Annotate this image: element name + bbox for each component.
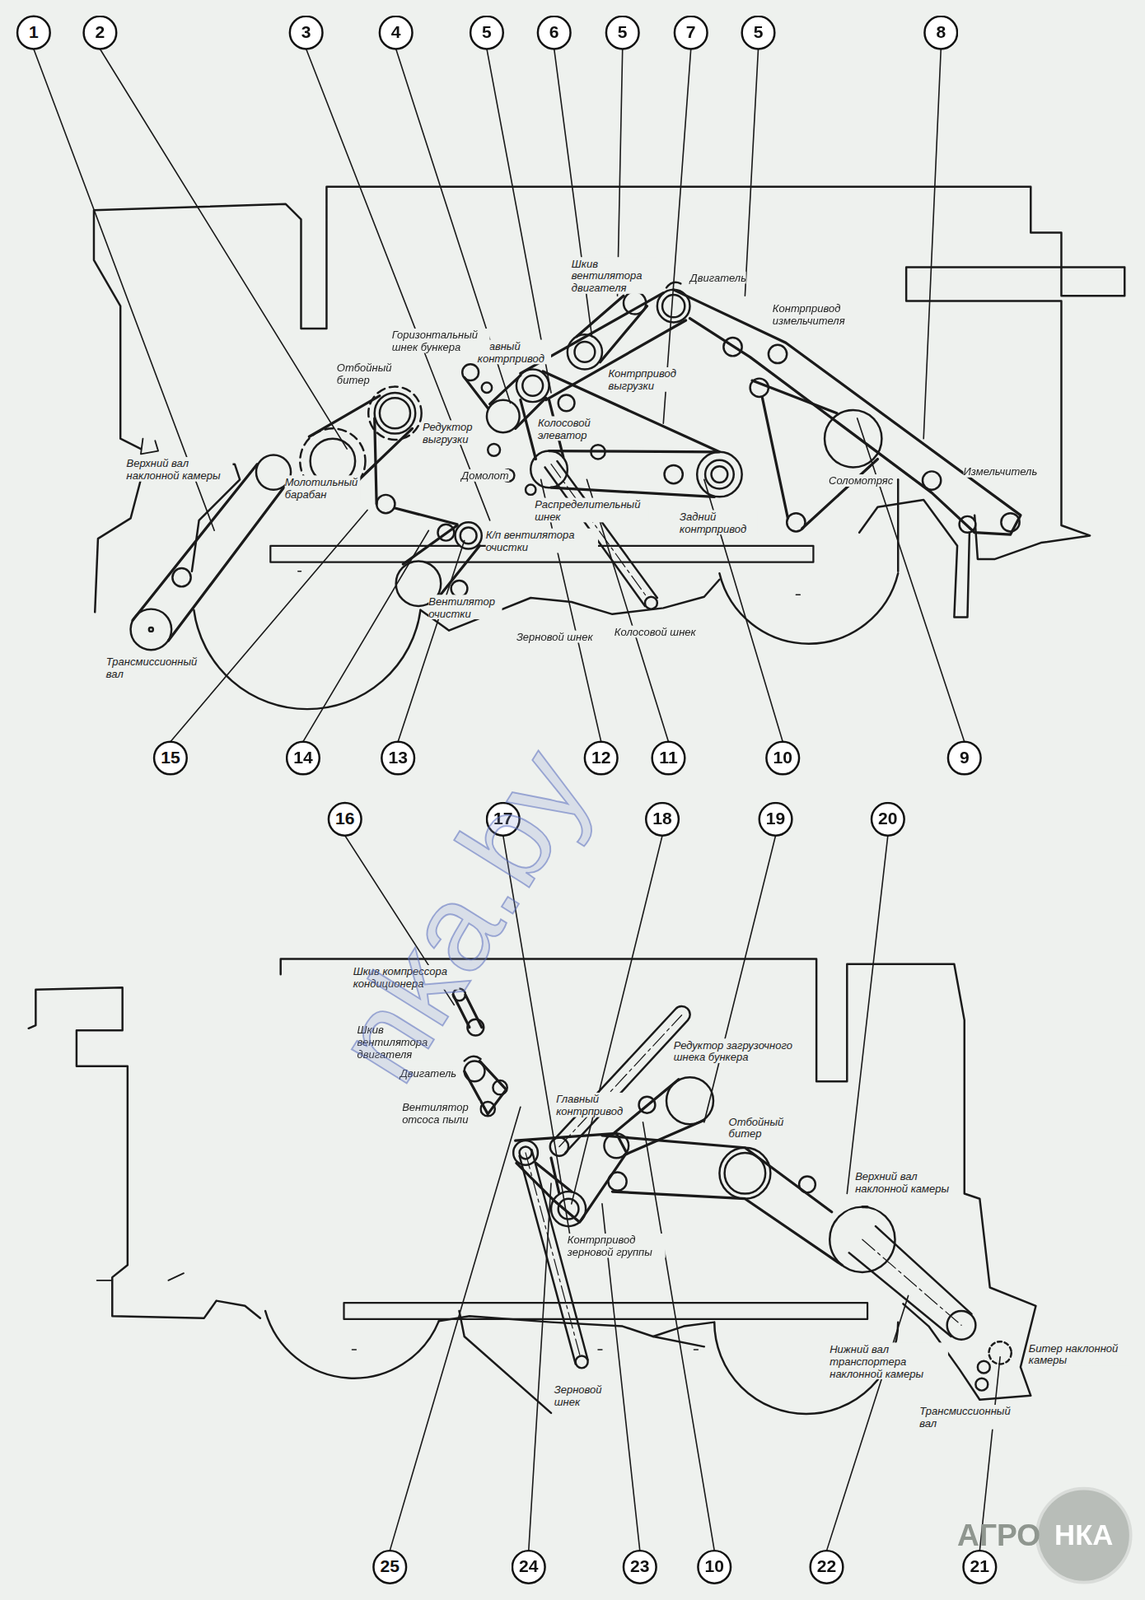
logo-text: АГРО <box>957 1518 1041 1553</box>
callout-number: 10 <box>765 740 800 776</box>
callout-number: 22 <box>808 1550 844 1585</box>
callout-number: 25 <box>372 1550 407 1585</box>
callout-number: 7 <box>673 15 709 51</box>
callout-number: 14 <box>285 740 321 776</box>
part-label: Битер наклонной камеры <box>1028 1341 1131 1367</box>
callout-number: 13 <box>380 740 416 776</box>
part-label: Распределительный шнек <box>534 498 650 524</box>
part-label: К/п вентилятора очистки <box>486 528 599 554</box>
callout-number: 10 <box>696 1550 732 1585</box>
callout-number: 23 <box>622 1550 658 1585</box>
callout-number: 12 <box>584 740 619 776</box>
part-label: Нижний вал транспортера наклонной камеры <box>829 1342 949 1380</box>
callout-number: 5 <box>605 15 641 51</box>
part-label: Колосовой шнек <box>614 625 697 638</box>
callout-number: 3 <box>289 15 324 51</box>
part-label: Редуктор выгрузки <box>422 420 487 445</box>
part-label: Контрпривод измельчителя <box>772 302 859 328</box>
part-label: Зерновой шнек <box>554 1383 606 1409</box>
callout-number: 16 <box>327 802 363 837</box>
part-label: Верхний вал наклонной камеры <box>855 1170 962 1196</box>
part-label: Трансмиссионный вал <box>106 654 209 680</box>
part-label: Трансмиссионный вал <box>919 1405 1022 1431</box>
part-label: Соломотряс <box>828 474 893 487</box>
callout-number: 21 <box>962 1550 997 1585</box>
callout-number: 15 <box>153 740 188 776</box>
callout-number: 19 <box>758 802 794 837</box>
callout-number: 4 <box>378 15 414 51</box>
part-label: Шкив вентилятора двигателя <box>571 257 658 295</box>
part-label: Редуктор загрузочного шнека бункера <box>673 1038 809 1064</box>
part-label: Задний контрпривод <box>679 509 758 535</box>
part-label: Молотильный барабан <box>285 475 361 501</box>
part-label: Домолот <box>461 469 510 482</box>
callout-number: 2 <box>82 15 117 51</box>
part-label: Контрпривод зерновой группы <box>567 1233 666 1259</box>
callout-number: 1 <box>16 15 52 51</box>
part-label: Двигатель <box>689 271 747 285</box>
part-label: Главный контрпривод <box>556 1093 625 1118</box>
callout-number: 18 <box>644 802 680 837</box>
part-label: Контрпривод выгрузки <box>607 367 686 393</box>
part-label: Вентилятор отсоса пыли <box>401 1101 480 1127</box>
part-label: Отбойный битер <box>336 361 394 387</box>
watermark: nka.by <box>306 724 617 1106</box>
part-label: Измельчитель <box>963 465 1038 478</box>
logo-text: НКА <box>1054 1519 1113 1553</box>
callout-number: 11 <box>650 740 686 776</box>
part-label: Горизонтальный шнек бункера <box>392 328 491 354</box>
callout-number: 5 <box>469 15 505 51</box>
callout-number: 9 <box>947 740 982 776</box>
part-label: Верхний вал наклонной камеры <box>126 457 234 482</box>
callout-number: 6 <box>537 15 572 51</box>
callout-number: 20 <box>870 802 906 837</box>
part-label: Колосовой элеватор <box>537 415 603 441</box>
callout-number: 8 <box>923 15 959 51</box>
callout-number: 24 <box>511 1550 547 1585</box>
part-label: Зерновой шнек <box>516 630 594 644</box>
part-label: Отбойный битер <box>729 1115 786 1141</box>
callout-number: 5 <box>740 15 776 51</box>
part-label: Вентилятор очистки <box>428 594 502 620</box>
